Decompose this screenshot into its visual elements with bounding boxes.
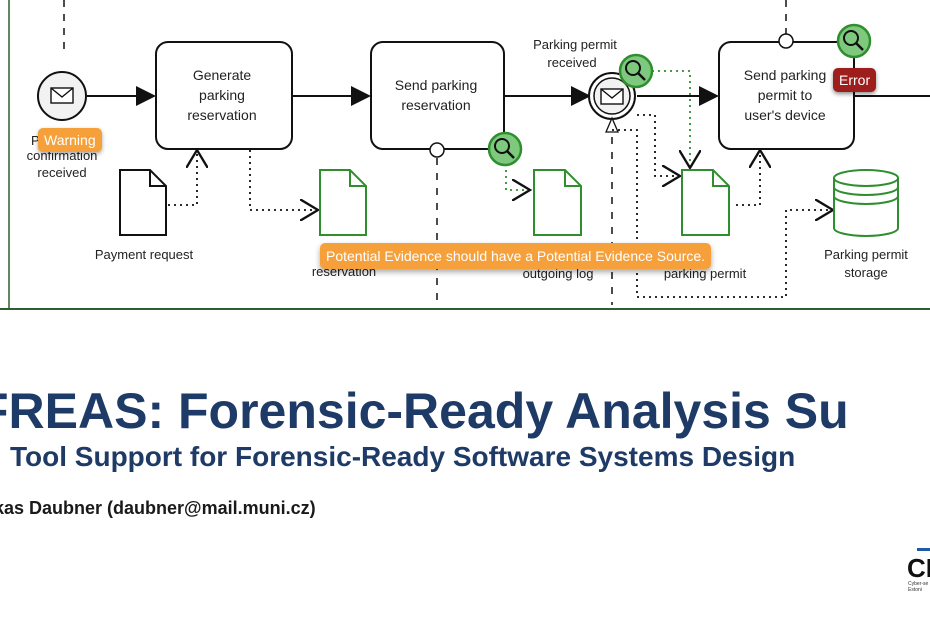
document-icon [119, 169, 167, 236]
document-icon [533, 169, 582, 236]
logo-caption-line: Estoni [908, 587, 922, 593]
task-label-line: Generate [193, 67, 252, 83]
data-store-parking-permit-storage[interactable]: Parking permit storage [824, 169, 908, 280]
event-label-line: Parking permit [533, 37, 617, 52]
data-store-label: storage [844, 265, 887, 280]
task-send-parking-permit[interactable]: Send parking permit to user's device [718, 41, 855, 150]
logo-bar [917, 548, 930, 551]
envelope-icon [600, 88, 624, 105]
data-object-payment-request[interactable]: Payment request [95, 169, 194, 262]
error-badge[interactable]: Error [833, 68, 877, 92]
event-label-line: P [31, 133, 40, 148]
database-icon [833, 169, 899, 237]
data-object-parking-permit[interactable]: parking permit [664, 169, 747, 281]
task-label-line: parking [199, 87, 245, 103]
task-label-line: Send parking [395, 77, 478, 93]
document-icon [681, 169, 730, 236]
magnifier-icon[interactable] [487, 131, 523, 167]
logo-caption: Cyber-se Estoni [908, 581, 928, 593]
warning-badge[interactable]: Warning [38, 128, 102, 152]
logo-caption-line: Cyber-se [908, 581, 929, 587]
event-label-line: received [547, 55, 596, 70]
magnifier-icon[interactable] [618, 53, 654, 89]
start-message-event[interactable] [37, 71, 87, 121]
task-label-line: Send parking [744, 67, 827, 83]
task-label-line: permit to [758, 87, 813, 103]
slide-subtitle: Tool Support for Forensic-Ready Software… [10, 441, 796, 472]
event-label-line: received [37, 165, 86, 180]
magnifier-icon[interactable] [836, 23, 872, 59]
data-object-reservation[interactable]: reservation [312, 169, 376, 279]
intermediate-message-event[interactable] [588, 72, 636, 120]
data-object-label: outgoing log [523, 266, 594, 281]
envelope-icon [50, 87, 74, 104]
data-store-label: Parking permit [824, 247, 908, 262]
data-object-label: parking permit [664, 266, 747, 281]
organization-logo: CH Cyber-se Estoni [905, 548, 930, 593]
slide-title: FREAS: Forensic-Ready Analysis Su [0, 383, 849, 439]
task-generate-parking-reservation[interactable]: Generate parking reservation [155, 41, 293, 150]
task-send-parking-reservation[interactable]: Send parking reservation [370, 41, 505, 150]
task-label-line: reservation [187, 107, 256, 123]
task-label-line: user's device [744, 107, 825, 123]
data-object-label: Payment request [95, 247, 194, 262]
task-label-line: reservation [401, 97, 470, 113]
data-object-outgoing-log[interactable]: outgoing log [523, 169, 594, 281]
document-icon [319, 169, 367, 236]
slide-author: kas Daubner (daubner@mail.muni.cz) [0, 498, 316, 518]
logo-text: CH [907, 553, 930, 583]
validation-tooltip: Potential Evidence should have a Potenti… [320, 243, 712, 269]
